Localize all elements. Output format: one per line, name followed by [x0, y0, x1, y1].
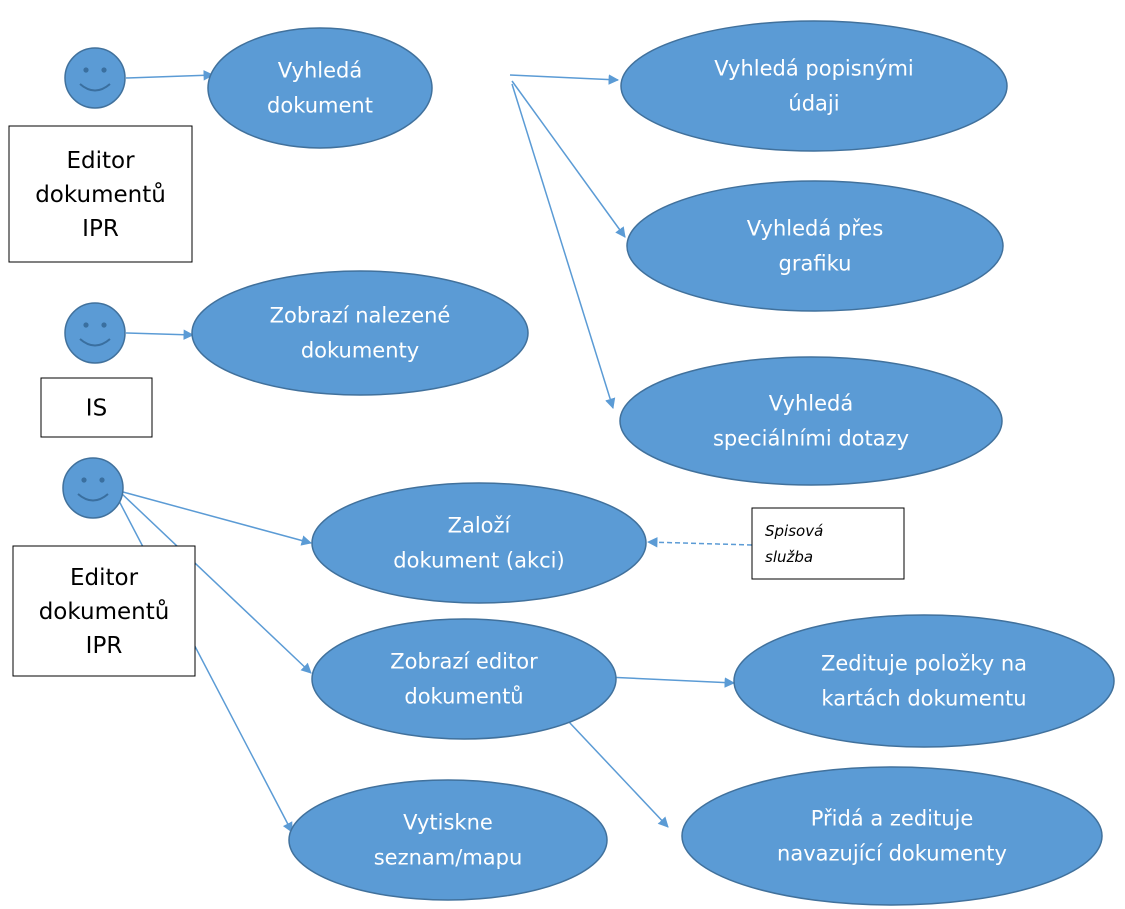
- use-case-ellipse: [733, 614, 1115, 748]
- edge-actor-2-to-zobrazi-nalezene-dokumenty: [125, 329, 195, 340]
- use-case-vyhleda-pres-grafiku[interactable]: Vyhledá přes grafiku: [626, 180, 1004, 312]
- use-case-zobrazi-nalezene-dokumenty[interactable]: Zobrazí nalezené dokumenty: [191, 270, 529, 396]
- external-system-label-line: služba: [765, 548, 813, 566]
- edge-zobrazi-editor-dokumentu-to-prida-navazujici: [568, 721, 669, 828]
- use-case-prida-navazujici[interactable]: Přidá a zedituje navazující dokumenty: [681, 766, 1103, 906]
- actor-2[interactable]: IS: [40, 302, 153, 438]
- use-case-ellipse: [191, 270, 529, 396]
- use-case-zalozi-dokument[interactable]: Založí dokument (akci): [311, 482, 647, 604]
- use-case-label-line: kartách dokumentu: [821, 687, 1026, 711]
- smiley-eye-left-icon: [83, 67, 89, 73]
- use-case-label-line: Založí: [448, 514, 512, 538]
- use-case-label-line: seznam/mapu: [374, 846, 523, 870]
- use-case-ellipse: [620, 20, 1008, 152]
- smiley-face-icon: [64, 302, 126, 364]
- actor-label-line: Editor: [70, 565, 139, 591]
- use-case-label-line: Vyhledá: [769, 392, 854, 416]
- actor-label-line: IS: [86, 396, 107, 422]
- actor-label-box: [8, 125, 193, 263]
- use-case-vyhleda-popisnymi-udaji[interactable]: Vyhledá popisnými údaji: [620, 20, 1008, 152]
- external-system-label-line: Spisová: [765, 522, 823, 540]
- use-case-ellipse: [311, 482, 647, 604]
- actor-label-box: [12, 545, 196, 677]
- use-case-label-line: dokument: [267, 94, 373, 118]
- smiley-mouth-icon: [79, 83, 111, 92]
- use-case-label-line: grafiku: [779, 252, 852, 276]
- actor-label-line: dokumentů: [39, 598, 170, 625]
- use-case-vyhleda-specialnimi-dotazy[interactable]: Vyhledá speciálními dotazy: [619, 356, 1003, 486]
- use-case-vytiskne-seznam[interactable]: Vytiskne seznam/mapu: [288, 779, 608, 901]
- use-case-label-line: údaji: [788, 92, 839, 116]
- use-case-label-line: speciálními dotazy: [713, 427, 909, 451]
- use-case-zobrazi-editor-dokumentu[interactable]: Zobrazí editor dokumentů: [311, 618, 617, 740]
- actor-label-line: IPR: [82, 216, 119, 242]
- edges-layer: [117, 70, 753, 833]
- use-case-label-line: Vyhledá: [278, 59, 363, 83]
- use-case-ellipse: [619, 356, 1003, 486]
- smiley-eye-left-icon: [83, 322, 89, 328]
- use-case-label-line: dokument (akci): [393, 549, 564, 573]
- edge-vyhleda-dokument-to-vyhleda-pres-grafiku: [511, 80, 626, 238]
- smiley-eye-left-icon: [81, 477, 87, 483]
- smiley-face-icon: [64, 47, 126, 109]
- external-system-spisova-sluzba[interactable]: Spisová služba: [751, 507, 905, 580]
- use-case-ellipse: [681, 766, 1103, 906]
- use-case-label-line: dokumenty: [301, 339, 419, 363]
- use-case-edituje-polozky[interactable]: Zedituje položky na kartách dokumentu: [733, 614, 1115, 748]
- actor-label-box: [40, 377, 153, 438]
- smiley-mouth-icon: [79, 338, 111, 347]
- use-case-ellipse: [207, 27, 433, 149]
- use-case-label-line: Zobrazí nalezené: [270, 304, 451, 328]
- edge-vyhleda-dokument-to-vyhleda-specialnimi-dotazy: [511, 83, 616, 410]
- use-case-label-line: Vyhledá přes: [747, 217, 884, 241]
- use-case-label-line: navazující dokumenty: [777, 842, 1007, 866]
- actor-label-line: Editor: [66, 148, 135, 174]
- use-case-label-line: Zobrazí editor: [390, 650, 538, 674]
- actor-label-line: IPR: [86, 633, 123, 659]
- smiley-eye-right-icon: [101, 67, 107, 73]
- edge-actor-3-to-zobrazi-editor-dokumentu: [120, 492, 312, 674]
- edge-actor-1-to-vyhleda-dokument: [125, 70, 215, 81]
- smiley-face-icon: [62, 457, 124, 519]
- nodes-layer: EditordokumentůIPRISEditordokumentůIPRVy…: [8, 20, 1115, 906]
- smiley-eye-right-icon: [99, 477, 105, 483]
- edge-spisova-sluzba-to-zalozi-dokument: [646, 537, 753, 548]
- use-case-vyhleda-dokument[interactable]: Vyhledá dokument: [207, 27, 433, 149]
- smiley-eye-right-icon: [101, 322, 107, 328]
- smiley-mouth-icon: [77, 493, 109, 502]
- external-system-box: [751, 507, 905, 580]
- use-case-label-line: dokumentů: [404, 685, 523, 709]
- use-case-label-line: Přidá a zedituje: [811, 807, 974, 831]
- edge-actor-3-to-zalozi-dokument: [122, 491, 313, 546]
- use-case-ellipse: [626, 180, 1004, 312]
- edge-zobrazi-editor-dokumentu-to-edituje-polozky: [605, 676, 736, 688]
- actor-label-line: dokumentů: [35, 181, 166, 208]
- use-case-ellipse: [311, 618, 617, 740]
- use-case-label-line: Vytiskne: [403, 811, 493, 835]
- edge-vyhleda-dokument-to-vyhleda-popisnymi-udaji: [509, 74, 620, 85]
- use-case-label-line: Zedituje položky na: [821, 652, 1027, 676]
- use-case-label-line: Vyhledá popisnými: [714, 57, 913, 81]
- use-case-ellipse: [288, 779, 608, 901]
